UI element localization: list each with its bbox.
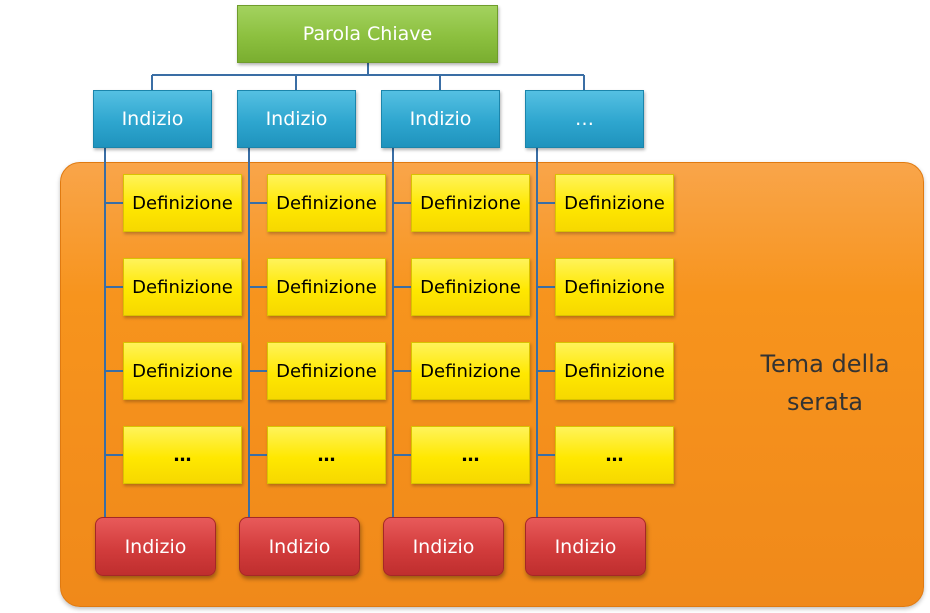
root-keyword-label: Parola Chiave — [302, 23, 433, 45]
definition-box-4-4: … — [555, 426, 674, 484]
definition-label: Definizione — [564, 360, 665, 382]
definition-label: Definizione — [420, 360, 521, 382]
clue-label: Indizio — [265, 108, 328, 130]
definition-label: Definizione — [132, 276, 233, 298]
definition-label: … — [317, 444, 336, 466]
definition-box-1-2: Definizione — [123, 258, 242, 316]
definition-box-1-1: Definizione — [123, 174, 242, 232]
definition-label: Definizione — [276, 192, 377, 214]
answer-label: Indizio — [554, 535, 617, 558]
clue-box-1: Indizio — [93, 90, 212, 148]
answer-box-2: Indizio — [239, 517, 360, 576]
definition-box-3-3: Definizione — [411, 342, 530, 400]
clue-box-4: … — [525, 90, 644, 148]
definition-box-1-4: … — [123, 426, 242, 484]
definition-box-3-1: Definizione — [411, 174, 530, 232]
definition-box-3-4: … — [411, 426, 530, 484]
clue-box-2: Indizio — [237, 90, 356, 148]
answer-box-3: Indizio — [383, 517, 504, 576]
definition-label: Definizione — [564, 276, 665, 298]
definition-box-4-2: Definizione — [555, 258, 674, 316]
definition-label: Definizione — [276, 360, 377, 382]
answer-box-4: Indizio — [525, 517, 646, 576]
definition-box-4-1: Definizione — [555, 174, 674, 232]
definition-box-4-3: Definizione — [555, 342, 674, 400]
definition-box-2-1: Definizione — [267, 174, 386, 232]
clue-label: … — [575, 108, 594, 130]
definition-box-3-2: Definizione — [411, 258, 530, 316]
answer-label: Indizio — [412, 535, 475, 558]
definition-label: … — [461, 444, 480, 466]
answer-label: Indizio — [268, 535, 331, 558]
definition-label: … — [605, 444, 624, 466]
theme-label: Tema della serata — [760, 350, 890, 416]
definition-label: Definizione — [564, 192, 665, 214]
root-keyword-box: Parola Chiave — [237, 5, 498, 63]
definition-label: Definizione — [420, 192, 521, 214]
definition-box-2-4: … — [267, 426, 386, 484]
definition-box-2-2: Definizione — [267, 258, 386, 316]
definition-label: Definizione — [276, 276, 377, 298]
answer-label: Indizio — [124, 535, 187, 558]
definition-box-2-3: Definizione — [267, 342, 386, 400]
answer-box-1: Indizio — [95, 517, 216, 576]
clue-label: Indizio — [409, 108, 472, 130]
clue-box-3: Indizio — [381, 90, 500, 148]
clue-label: Indizio — [121, 108, 184, 130]
definition-box-1-3: Definizione — [123, 342, 242, 400]
definition-label: … — [173, 444, 192, 466]
definition-label: Definizione — [132, 192, 233, 214]
definition-label: Definizione — [132, 360, 233, 382]
definition-label: Definizione — [420, 276, 521, 298]
